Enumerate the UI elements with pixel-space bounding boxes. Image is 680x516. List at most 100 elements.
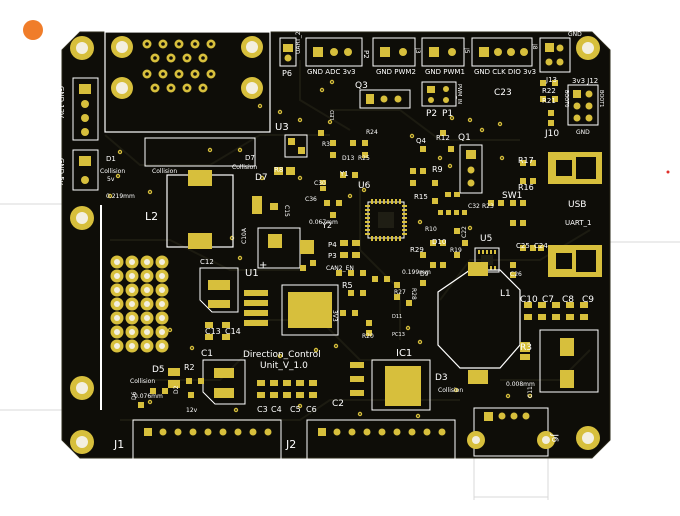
silk-label-r24: R24: [366, 129, 378, 136]
silk-label-collision: Collision: [232, 164, 257, 171]
usb-connector-lower: [548, 245, 602, 277]
silk-label-r23: R23: [482, 203, 494, 210]
silk-label-c7: C7: [542, 295, 554, 305]
silk-label-d5: D5: [152, 365, 165, 375]
silk-label-r17: R17: [518, 156, 534, 165]
silk-label-y2: Y2: [321, 221, 332, 230]
silk-label-collision: Collision: [130, 378, 155, 385]
silk-label-r29: R29: [410, 246, 424, 254]
regulator-u1: [244, 284, 339, 336]
left-power-connector: [72, 77, 99, 191]
silk-label-c22: C22: [461, 226, 468, 238]
silk-label-d11_led: LED: [330, 110, 336, 120]
silk-label-title_line2: Unit_V_1.0: [260, 361, 308, 371]
red-dot-icon: [666, 170, 670, 174]
silk-label-collision: Collision: [100, 168, 125, 175]
silk-label-u3: U3: [275, 122, 289, 133]
header-j8: [471, 37, 533, 67]
silk-label-p2: P2: [426, 109, 437, 119]
silk-label-r27: R27: [394, 289, 406, 296]
header-j13: [539, 37, 571, 73]
silk-label-c25: C25: [516, 242, 530, 250]
silk-label-pwm_in: PWM_IN: [456, 84, 462, 104]
usb-connector-upper: [548, 152, 602, 184]
small-smd-pads: [138, 80, 558, 408]
silk-label-r16: R16: [518, 183, 534, 192]
silk-label-d9: D9: [420, 271, 429, 278]
ic-ic1: [371, 359, 431, 411]
silk-label-j13: J13: [545, 76, 557, 84]
silk-label-c1: C1: [201, 349, 213, 359]
silk-label-u5: U5: [480, 234, 492, 244]
silk-label-c24: C24: [534, 242, 548, 250]
connector-j1: [132, 419, 282, 483]
capacitor-c1: [202, 359, 246, 405]
silk-label-d6: D6: [131, 391, 138, 400]
silk-label-j6: J6: [549, 433, 559, 443]
silk-label-plus: +: [259, 260, 267, 271]
capacitor-c12: [199, 267, 239, 313]
silk-label-p6: P6: [282, 69, 292, 78]
silk-label-r9: R9: [432, 165, 443, 174]
mounting-holes: [70, 36, 600, 454]
silk-label-j10: J10: [544, 129, 559, 139]
silk-label-c14: C14: [225, 327, 241, 336]
silk-label-q1: Q1: [458, 133, 471, 143]
silk-label-gnd_clk_dio_3v3: GND CLK DIO 3v3: [474, 68, 536, 76]
silk-label-r21: R21: [542, 97, 556, 105]
silk-label-boot0: BOOT0: [563, 90, 569, 107]
connector-j2: [306, 419, 456, 483]
silk-label-usb: USB: [568, 200, 586, 210]
silk-label-c23: C23: [494, 88, 512, 98]
silk-label-c8_label: 3V3: [331, 310, 338, 322]
silk-label-r3: R3: [520, 343, 532, 353]
silk-label-uart2: UART_2: [295, 31, 302, 54]
connector-j6: [467, 407, 555, 457]
silk-label-r10: R10: [425, 226, 437, 233]
silk-label-d1: D1: [106, 155, 116, 163]
smd-capacitors: [205, 302, 588, 398]
silk-label-gnd_pwm2: GND PWM2: [376, 68, 416, 76]
silk-label-c30: C30: [314, 180, 326, 187]
silk-label-ic1: IC1: [396, 348, 412, 359]
silk-label-c12: C12: [200, 258, 214, 266]
silk-label-r19: R19: [450, 247, 462, 254]
ic-u3: [284, 134, 308, 158]
silk-label-r20: R20: [362, 333, 374, 340]
silk-label-boot1: BOOT1: [598, 90, 604, 107]
rj-connector: [104, 31, 271, 133]
silk-label-collision: Collision: [438, 387, 463, 394]
silk-label-j2: J2: [285, 438, 296, 451]
silk-label-gnd_boot: GND: [576, 129, 590, 136]
inductor-l2: [166, 170, 234, 249]
silk-label-p3: P3: [328, 252, 337, 260]
silk-label-dim1: 0.219mm: [106, 193, 135, 200]
silk-label-d3: D3: [435, 373, 448, 383]
silk-label-c13: C13: [205, 327, 221, 336]
silk-label-y1: Y1: [339, 170, 349, 178]
silk-label-c11: C11: [527, 386, 534, 398]
silk-label-gnd_5v: GND 5v: [57, 158, 65, 185]
silk-label-dim4: 0.008mm: [506, 381, 535, 388]
silk-label-dim5: 0.076mm: [134, 393, 163, 400]
silk-label-c10: C10: [520, 295, 538, 305]
silk-label-l2: L2: [145, 210, 158, 223]
via-layer: [107, 79, 533, 419]
header-p6: [279, 37, 297, 67]
silk-label-title_line1: Direction_Control: [243, 350, 321, 360]
silk-label-r3_mid: R3: [322, 141, 330, 148]
silk-label-v5: 5v: [107, 176, 115, 183]
inductor-l1: [437, 262, 521, 384]
silk-label-gnd_adc_3v3: GND ADC 3v3: [307, 68, 356, 76]
silk-label-c5: C5: [290, 405, 301, 414]
silk-label-v12: 12v: [186, 407, 198, 414]
silk-label-p4: P4: [328, 241, 337, 249]
silk-label-collision: Collision: [152, 168, 177, 175]
pin-header-field: [110, 255, 169, 353]
silk-label-j3: J3: [414, 47, 421, 54]
silk-label-c4: C4: [271, 405, 282, 414]
silk-label-q3: Q3: [355, 81, 368, 91]
silk-label-p2_top: P2: [362, 50, 370, 59]
silk-label-j8: J8: [531, 43, 538, 50]
